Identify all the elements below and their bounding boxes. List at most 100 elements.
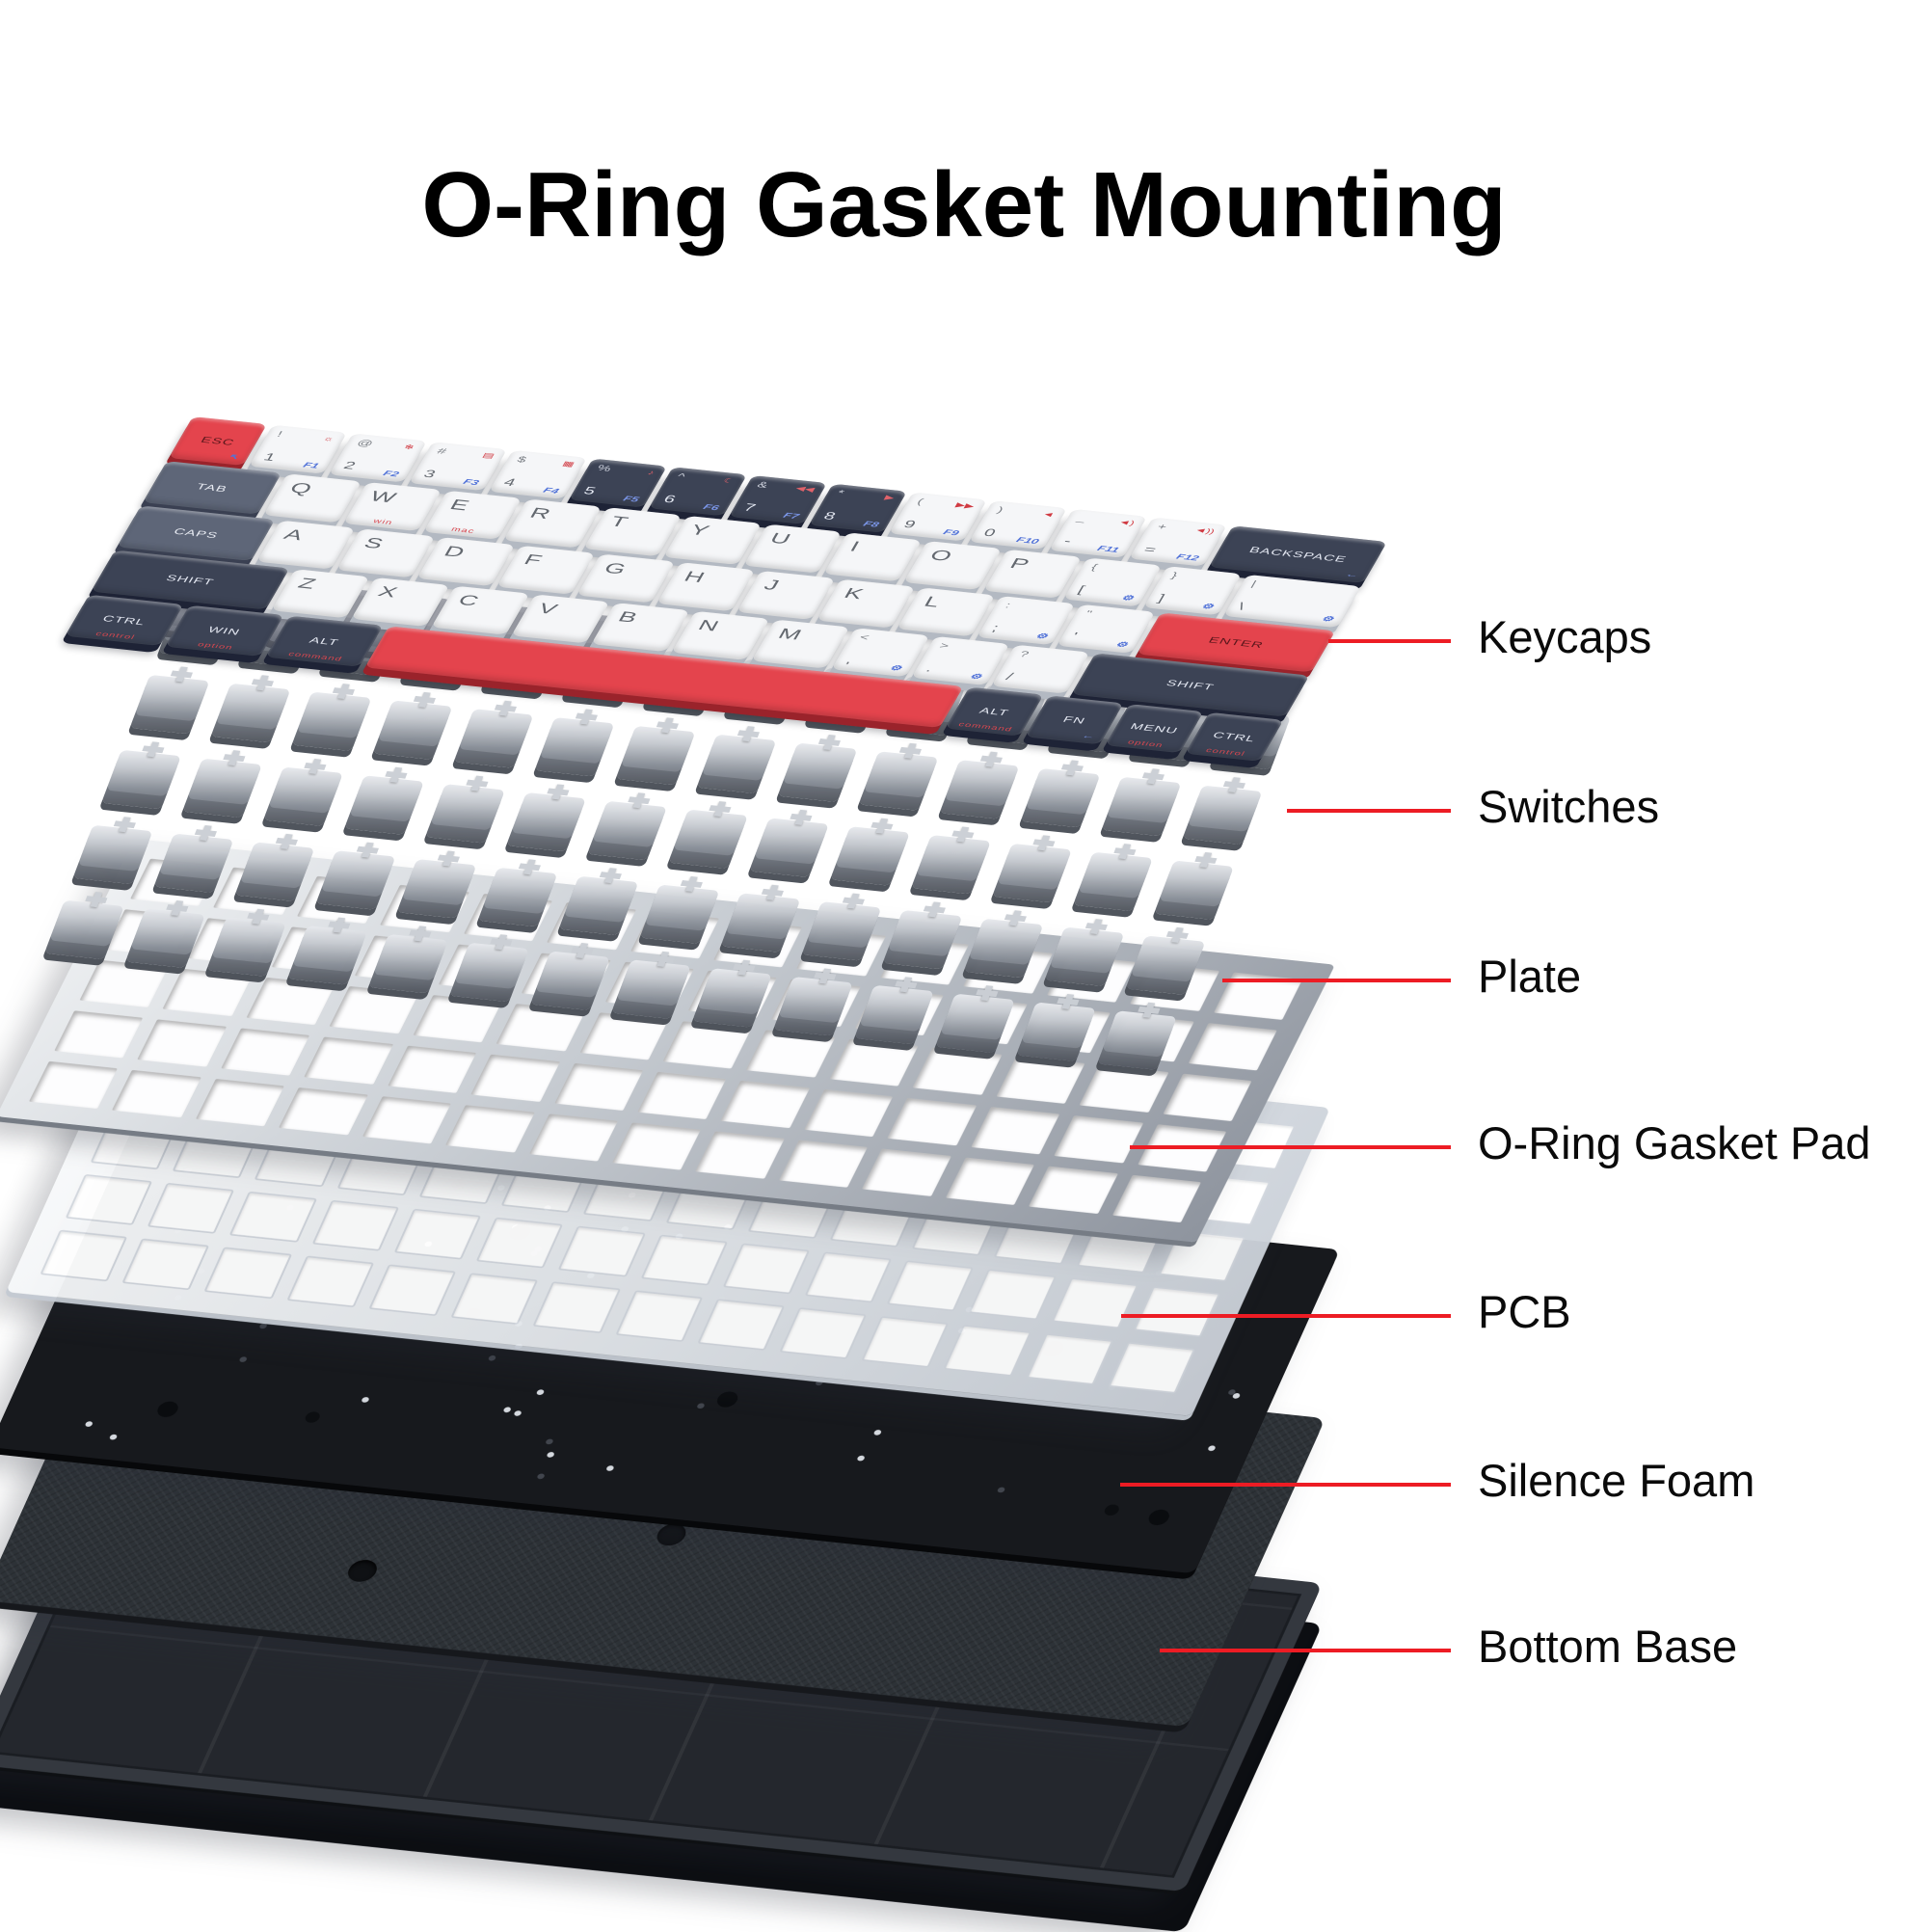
keycap-legend: Q [286,478,316,497]
switch [372,700,453,760]
callout-line-keycaps [1328,639,1451,643]
keycap-legend: ⚙ [1199,601,1216,611]
switch [72,824,153,885]
pcb-solder-dot [361,1396,370,1404]
keycap-legend: ▤ [480,450,496,460]
callout-line-pcb [1121,1314,1451,1318]
keycap-legend: F1 [301,460,321,470]
keycap-legend: E [446,496,473,514]
keycap-legend: 9 [900,518,919,531]
keycap-legend: 1 [260,451,279,464]
callout-label-pcb: PCB [1478,1286,1571,1337]
keycap-legend: win [371,518,395,526]
keycap-legend: R [526,504,554,523]
plate-hole [829,1038,919,1087]
plate-hole [662,1021,752,1069]
plate-hole [54,1010,144,1059]
switch [939,760,1020,819]
keycap-legend: ! [275,429,284,440]
pcb-solder-dot [605,1464,615,1472]
switch [234,842,315,901]
keycap-P: P [982,549,1082,599]
keycap-legend: ☾ [721,476,736,485]
switch [315,850,396,910]
switch [615,725,696,786]
plate-hole [804,1088,894,1138]
keycap-I: I [822,532,922,582]
switch [206,917,286,977]
switch [129,674,210,735]
plate-hole [1163,1073,1252,1121]
switch [396,858,477,919]
keycap-legend: V [534,600,561,618]
keycap-legend: mac [449,525,477,535]
switch [773,976,853,1036]
keycap-legend: | [1248,578,1259,589]
plate-hole [112,1069,201,1118]
keycap-legend: ❄ [402,443,416,452]
foam-hole [653,1522,690,1547]
switch [291,691,372,752]
keycap-legend: ⚙ [1319,613,1336,624]
pcb-solder-dot [1207,1445,1217,1452]
keycap-legend: Z [294,574,320,593]
keycap-legend: 8 [820,510,839,523]
gasket-hole [475,1217,564,1269]
gasket-hole [65,1173,153,1226]
keycap-legend: S [361,534,388,552]
plate-hole [329,985,419,1034]
switch [263,766,343,827]
keycap-legend: M [774,625,806,643]
pcb-solder-dot [108,1434,119,1440]
gasket-hole [886,1260,975,1312]
gasket-hole [557,1225,646,1277]
pcb-solder-dot [536,1473,546,1480]
keycap-legend: J [761,576,783,594]
keycap-legend: O [926,546,956,565]
keycap-legend: TAB [194,481,230,495]
keycap-legend: F7 [781,510,801,521]
gasket-hole [393,1208,482,1261]
pcb-solder-dot [696,1403,706,1409]
switch [692,968,772,1028]
switch [639,884,720,945]
switch [425,784,505,844]
switch [153,833,234,894]
callout-line-switches [1287,809,1451,813]
keycap-legend: X [374,582,401,601]
plate-hole [387,1045,477,1093]
callout-line-bottom-base [1160,1649,1451,1652]
keycap-legend: P [1006,554,1033,573]
switch [801,901,882,961]
gasket-hole [1108,1342,1196,1394]
keycap-\: |\⚙ [1222,574,1362,629]
keycap-T: T [582,507,682,557]
keycap-legend: ⚙ [967,671,984,682]
keycap-legend: ☼ [321,434,336,443]
switch [210,683,291,743]
gasket-hole [697,1299,786,1351]
keycap-legend: ◄ [1040,509,1057,519]
pcb-solder-dot [1102,1503,1121,1516]
switch [749,818,829,877]
pcb-solder-dot [815,1380,824,1386]
keycap-legend: ] [1155,592,1167,604]
keycap-legend: ▶▶ [953,500,977,511]
keycap-TAB: TAB [143,461,281,515]
keycap-legend: ◀◀ [793,484,817,494]
keycap-legend: & [755,479,770,491]
keycap-U: U [742,523,842,574]
switch [720,893,801,953]
switch [1020,767,1101,828]
pcb-solder-dot [487,1355,497,1361]
plate-hole [579,1012,669,1060]
gasket-hole [1025,1333,1113,1385]
switch [368,933,448,994]
switch [992,843,1072,903]
pcb-solder-dot [84,1420,94,1428]
switch [182,758,262,818]
pcb-screw-hole [1145,1508,1172,1526]
keycap-legend: G [601,559,630,577]
keycap-legend: L [921,593,945,611]
